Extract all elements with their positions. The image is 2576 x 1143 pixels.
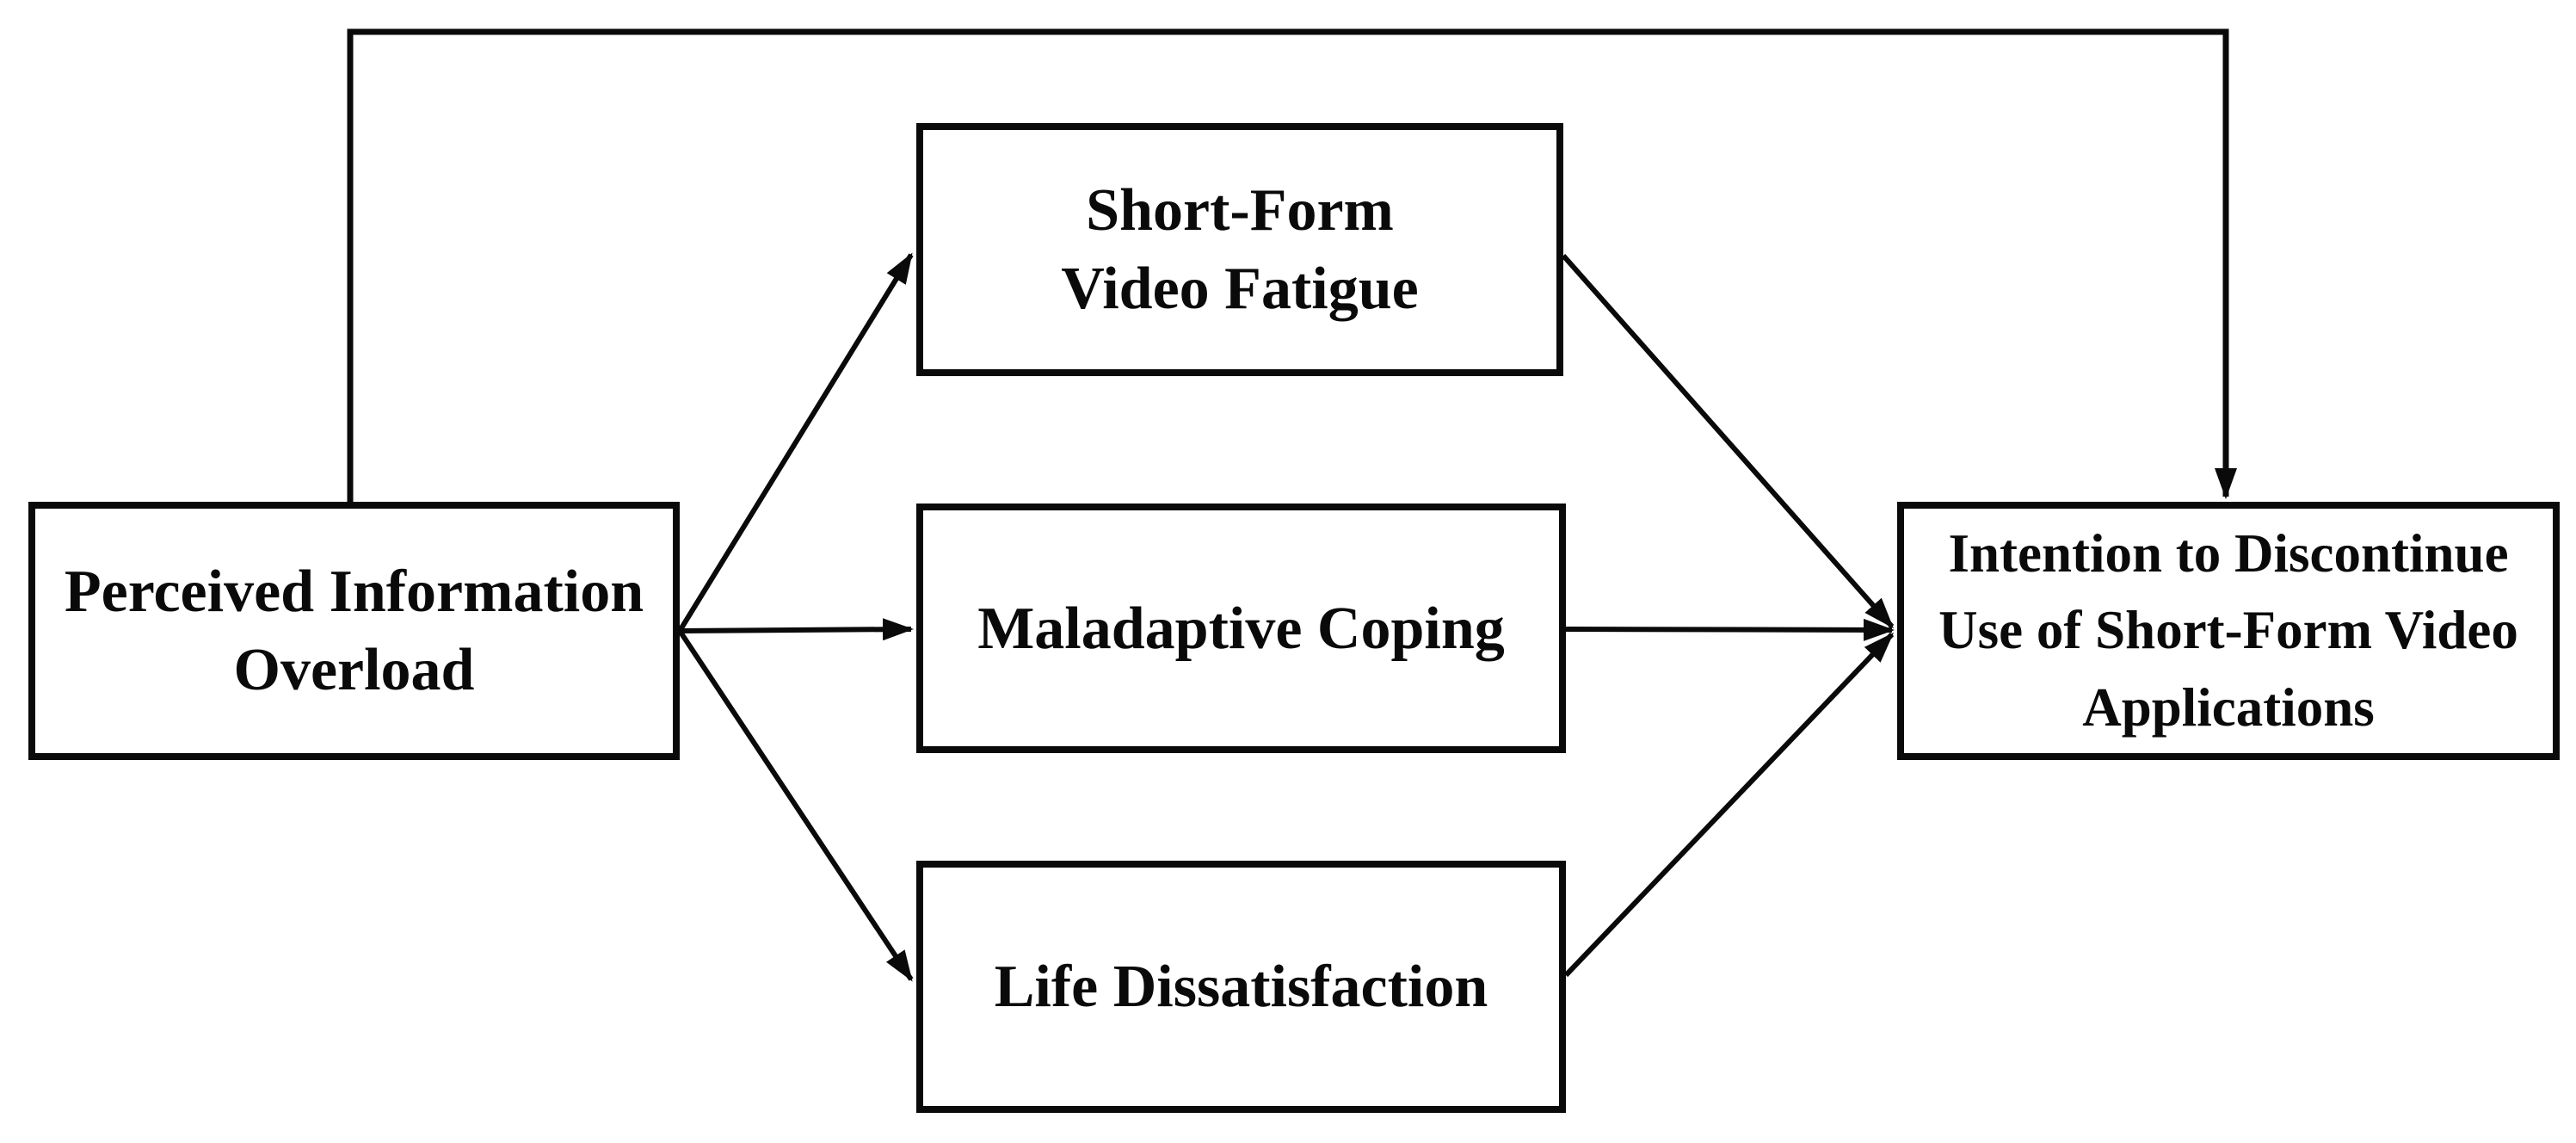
node-label-line: Applications: [2082, 677, 2375, 738]
edge-coping-to-intention: [1565, 618, 1895, 641]
edge-overload-to-coping: [679, 618, 914, 641]
node-maladaptive-coping: Maladaptive Coping: [916, 504, 1566, 753]
edge-overload-to-dissatisfaction: [677, 629, 914, 982]
node-label-line: Perceived Information: [64, 559, 644, 625]
node-label-line: Maladaptive Coping: [977, 595, 1505, 662]
edge-overload-to-fatigue: [677, 252, 914, 633]
node-label-line: Intention to Discontinue: [1948, 522, 2509, 584]
edge-dissatisfaction-to-intention: [1563, 632, 1895, 978]
node-label-line: Overload: [233, 637, 475, 703]
node-intention-to-discontinue: Intention to Discontinue Use of Short-Fo…: [1897, 502, 2560, 760]
edge-fatigue-to-intention: [1561, 254, 1895, 629]
node-life-dissatisfaction: Life Dissatisfaction: [916, 861, 1566, 1113]
node-label-line: Life Dissatisfaction: [994, 954, 1488, 1020]
node-label-line: Short-Form: [1086, 177, 1394, 244]
edge-overload-to-intention-direct: [347, 28, 2237, 502]
node-perceived-information-overload: Perceived Information Overload: [28, 502, 680, 760]
node-short-form-video-fatigue: Short-Form Video Fatigue: [916, 123, 1563, 376]
node-label-line: Video Fatigue: [1061, 256, 1419, 322]
node-label-line: Use of Short-Form Video: [1938, 600, 2518, 661]
